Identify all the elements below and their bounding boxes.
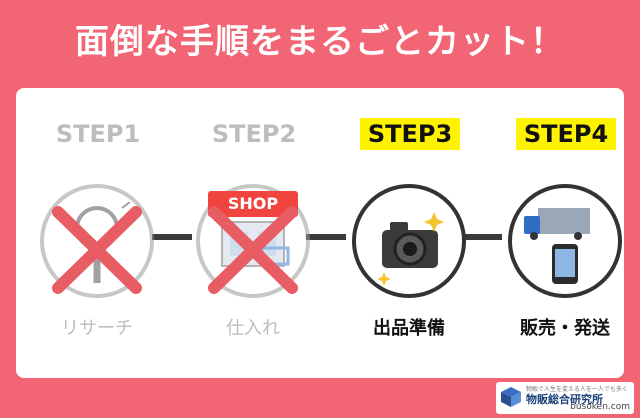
step-1-circle	[40, 184, 154, 298]
logo-name: 物販総合研究所	[526, 393, 603, 406]
steps-panel: STEP1 リサーチ STEP2 SHOP 仕入れ STEP3	[16, 88, 624, 378]
step-3-label: STEP3	[345, 116, 475, 152]
truck-phone-icon	[524, 208, 590, 284]
shop-badge: SHOP	[208, 191, 298, 217]
step-2-caption: 仕入れ	[226, 318, 280, 339]
step-3-caption: 出品準備	[373, 318, 445, 339]
step-4-label: STEP4	[501, 116, 631, 152]
logo-url: busoken.com	[570, 402, 630, 412]
magnifier-icon	[75, 201, 137, 283]
step-1-caption: リサーチ	[61, 318, 133, 339]
connector-line	[462, 234, 502, 240]
connector-line	[306, 234, 346, 240]
page-headline: 面倒な手順をまるごとカット！	[75, 22, 565, 62]
step-2-label: STEP2	[211, 120, 297, 148]
step-1-label: STEP1	[55, 120, 141, 148]
camera-icon	[377, 212, 444, 286]
step-4-caption: 販売・発送	[520, 318, 610, 339]
step-4-circle	[508, 184, 622, 298]
connector-line	[152, 234, 192, 240]
step-3-circle	[352, 184, 466, 298]
logo-tagline: 物販で人生を変える人を一人でも多く	[526, 386, 628, 393]
cube-logo-icon	[501, 387, 521, 407]
brand-logo: 物販で人生を変える人を一人でも多く 物販総合研究所 busoken.com	[496, 382, 634, 414]
